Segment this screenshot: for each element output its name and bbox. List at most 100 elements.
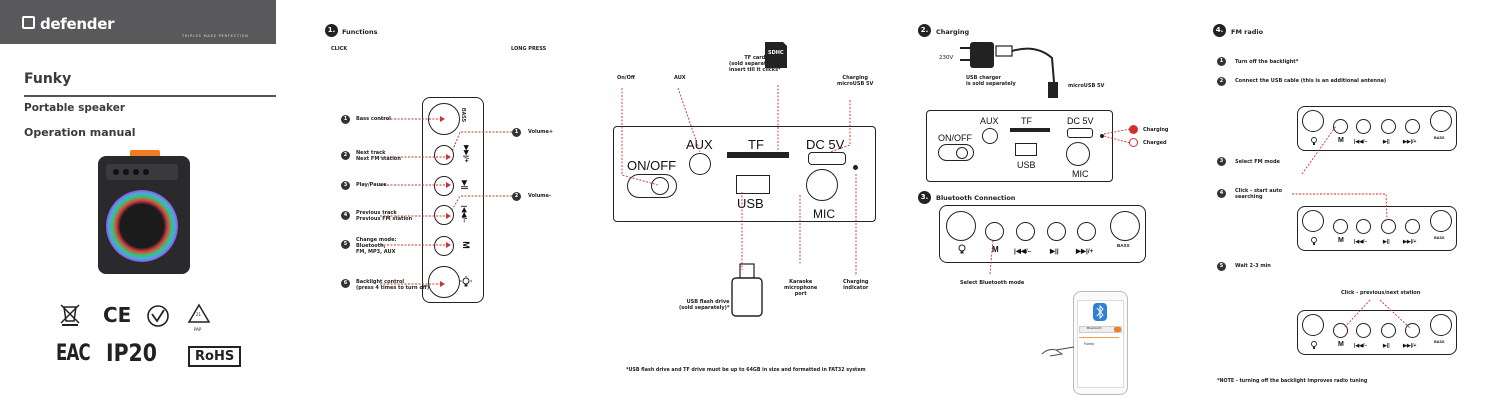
next-button[interactable]	[1405, 219, 1420, 234]
microusb-port[interactable]	[1067, 128, 1093, 138]
eac-check-icon	[147, 305, 169, 327]
long-press-heading: LONG PRESS	[511, 46, 547, 52]
defender-logo-icon	[22, 16, 35, 29]
bass-label: BASS	[1434, 340, 1445, 344]
next-label: ▶▶|/+	[1403, 239, 1417, 245]
play-label: ▶||	[1383, 139, 1390, 145]
pap-number: 21	[196, 312, 202, 317]
divider	[24, 95, 276, 97]
mode-button[interactable]	[434, 236, 454, 256]
panel-aux: AUX	[686, 137, 713, 152]
prev-button[interactable]	[1016, 222, 1035, 241]
mode-button[interactable]	[1333, 219, 1348, 234]
play-button[interactable]	[1381, 219, 1396, 234]
play-button[interactable]	[434, 176, 454, 196]
bulb-icon	[1311, 237, 1317, 245]
usb-port[interactable]	[1015, 143, 1037, 156]
eac-mark: EAC	[56, 341, 91, 366]
charging-status-label: Charging	[1143, 127, 1169, 133]
fm-step-1: Turn off the backlight*	[1235, 59, 1299, 65]
backlight-knob[interactable]	[946, 211, 976, 241]
play-label: ▶||	[1383, 343, 1390, 349]
step-number: 4	[1217, 189, 1226, 198]
fm-step-3: Select FM mode	[1235, 159, 1280, 165]
brand-logo: defender	[40, 15, 115, 33]
bass-knob[interactable]	[1110, 211, 1140, 241]
next-button[interactable]	[1077, 222, 1096, 241]
next-label: ▶▶|/+	[1076, 248, 1094, 255]
step-number: 2	[512, 192, 521, 201]
voltage-label: 230V	[939, 55, 954, 61]
fm-arrow-2	[1292, 193, 1388, 221]
backlight-knob[interactable]	[1302, 210, 1324, 232]
tf-slot[interactable]	[727, 152, 789, 158]
charged-led-icon	[1129, 138, 1138, 147]
panel-tf: TF	[748, 137, 764, 152]
step-number: 2	[341, 151, 350, 160]
power-switch[interactable]	[627, 174, 677, 198]
panel-usb: USB	[1017, 160, 1036, 170]
mode-button[interactable]	[1333, 119, 1348, 134]
prev-label: |◀◀/–	[1354, 139, 1368, 145]
tf-slot[interactable]	[1010, 128, 1050, 132]
panel-dc: DC 5V	[1067, 116, 1094, 126]
mode-button[interactable]	[1333, 323, 1348, 338]
step-number: 3	[1217, 157, 1226, 166]
fm-arrow-1	[1301, 125, 1337, 175]
next-label: ▶▶|/+	[1403, 139, 1417, 145]
next-button[interactable]	[434, 145, 454, 165]
next-button[interactable]	[1405, 119, 1420, 134]
next-label: ▶▶|/+	[1403, 343, 1417, 349]
function-label-bass: Bass control	[356, 116, 391, 122]
usb-port[interactable]	[736, 175, 770, 194]
section-title: Charging	[936, 28, 970, 36]
speaker-product-image	[98, 150, 190, 274]
panel-mic: MIC	[1072, 169, 1089, 179]
step-number: 6	[341, 279, 350, 288]
charging-port-label: Charging microUSB 5V	[837, 75, 874, 87]
long-label-volume-down: Volume-	[528, 193, 551, 199]
phone-device-label: Funky	[1084, 342, 1095, 346]
play-label: ▶||	[1050, 248, 1059, 255]
prev-label: |◀◀/–	[1014, 248, 1032, 255]
mic-jack[interactable]	[1066, 142, 1090, 166]
microusb-label: microUSB 5V	[1068, 83, 1105, 89]
play-button[interactable]	[1381, 323, 1396, 338]
backlight-knob[interactable]	[428, 266, 460, 298]
bass-knob[interactable]	[1430, 314, 1452, 336]
play-button[interactable]	[1381, 119, 1396, 134]
bass-label: BASS	[1434, 136, 1445, 140]
bass-knob[interactable]	[1430, 210, 1452, 232]
microusb-port[interactable]	[808, 152, 846, 165]
ip20-mark: IP20	[106, 339, 157, 367]
bt-underline	[1079, 337, 1119, 339]
prev-button[interactable]	[1356, 119, 1371, 134]
mode-button[interactable]	[985, 222, 1004, 241]
step-number: 5	[341, 240, 350, 249]
hand-pointer-icon	[1041, 346, 1075, 357]
bass-knob[interactable]	[1430, 110, 1452, 132]
panel-tf: TF	[1021, 116, 1032, 126]
usb-flash-drive-icon	[731, 263, 763, 317]
aux-jack[interactable]	[689, 153, 711, 175]
aux-jack[interactable]	[982, 128, 998, 144]
long-label-volume-up: Volume+	[528, 129, 554, 135]
play-button[interactable]	[1047, 222, 1066, 241]
backlight-knob[interactable]	[1302, 314, 1324, 336]
click-next-label: Click - previous/next station	[1341, 290, 1421, 296]
prev-button[interactable]	[1356, 323, 1371, 338]
ce-mark: CE	[103, 303, 132, 327]
charging-red-led-icon	[1129, 125, 1138, 134]
mode-label: M	[1338, 137, 1344, 144]
prev-button[interactable]	[434, 205, 454, 225]
mode-label: M	[992, 245, 999, 254]
backlight-knob[interactable]	[1302, 110, 1324, 132]
step-number: 1	[1217, 57, 1226, 66]
charging-led	[853, 165, 858, 170]
mic-jack[interactable]	[806, 169, 838, 201]
mode-label: M	[1338, 237, 1344, 244]
step-number: 4	[341, 211, 350, 220]
panel-on-off: ON/OFF	[938, 133, 972, 143]
prev-button[interactable]	[1356, 219, 1371, 234]
charger-cable-icon	[960, 42, 1058, 98]
